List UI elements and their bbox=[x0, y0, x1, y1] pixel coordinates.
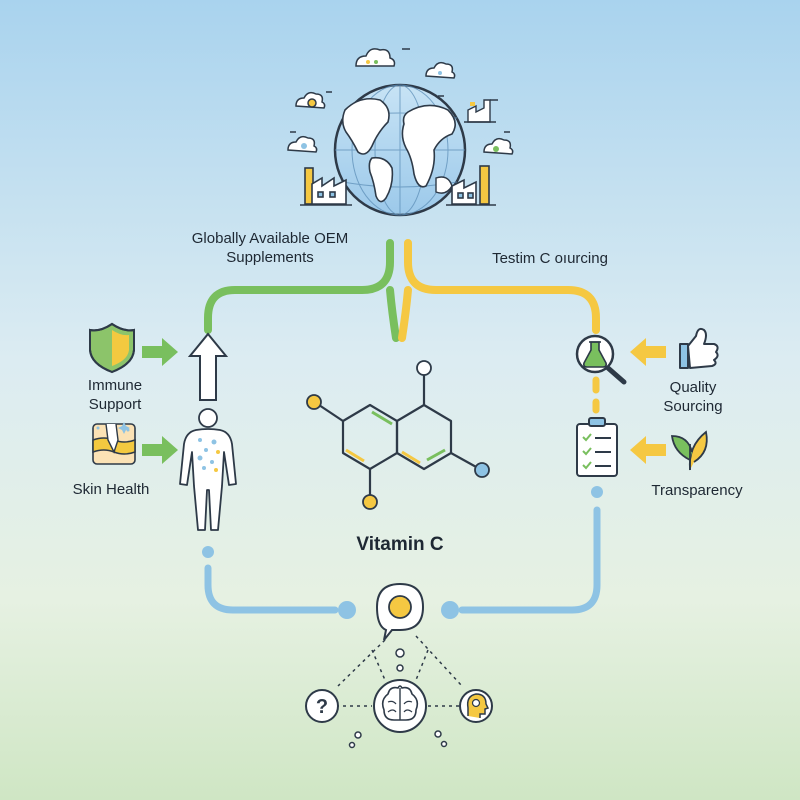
question-icon: ? bbox=[305, 689, 339, 723]
yellow-connector bbox=[404, 239, 600, 334]
quality-sourcing-label: Quality Sourcing bbox=[663, 379, 723, 415]
cloud-icon-lower-right bbox=[483, 137, 514, 155]
blue-dot-right bbox=[591, 486, 603, 498]
thumbs-up-icon bbox=[679, 327, 719, 369]
dash-marks bbox=[290, 48, 510, 133]
cloud-icon-top bbox=[355, 48, 396, 67]
thought-dots bbox=[348, 648, 448, 749]
up-arrow-icon bbox=[187, 332, 229, 401]
yellow-connector-inner bbox=[398, 286, 412, 342]
green-connector bbox=[204, 239, 394, 334]
brain-icon bbox=[373, 679, 427, 733]
transparency-label: Transparency bbox=[651, 482, 743, 499]
head-brain-icon bbox=[459, 689, 493, 723]
factory-icon-right bbox=[446, 165, 496, 206]
leaf-icon bbox=[670, 430, 708, 471]
left-arrow-transparency bbox=[630, 436, 666, 464]
cloud-icon-left bbox=[295, 91, 326, 109]
blue-connector-right bbox=[458, 506, 601, 614]
question-mark: ? bbox=[316, 696, 328, 718]
sourcing-label: Testim C oıurcing bbox=[492, 250, 608, 267]
blue-node-right bbox=[441, 601, 459, 619]
vitamin-c-title: Vitamin C bbox=[356, 534, 444, 555]
skin-health-label: Skin Health bbox=[72, 481, 150, 498]
checklist-icon bbox=[576, 417, 618, 477]
right-arrow-immune bbox=[142, 338, 178, 366]
vitamin-c-molecule-icon bbox=[306, 360, 490, 510]
immune-support-label: Immune Support bbox=[87, 377, 143, 413]
cloud-icon-right bbox=[425, 61, 456, 79]
shield-icon bbox=[89, 322, 135, 374]
blue-dot-left bbox=[202, 546, 214, 558]
flow-connectors bbox=[202, 239, 603, 619]
left-arrow-quality bbox=[630, 338, 666, 366]
blue-connector-left bbox=[204, 564, 339, 614]
right-arrow-skin bbox=[142, 436, 178, 464]
dotted-links bbox=[336, 635, 463, 707]
factory-icon-small-right bbox=[464, 99, 496, 123]
globe-icon bbox=[333, 83, 467, 217]
blue-node-left bbox=[338, 601, 356, 619]
human-body-icon bbox=[179, 408, 237, 531]
magnifier-flask-icon bbox=[575, 334, 627, 385]
skin-layers-icon bbox=[92, 422, 136, 465]
global-availability-label: Globally Available OEM Supplements bbox=[191, 230, 349, 266]
green-connector-inner bbox=[386, 286, 400, 342]
lightbulb-bubble-icon bbox=[375, 582, 425, 641]
factory-icon-left bbox=[300, 167, 352, 206]
cloud-icon-lower-left bbox=[287, 135, 318, 153]
